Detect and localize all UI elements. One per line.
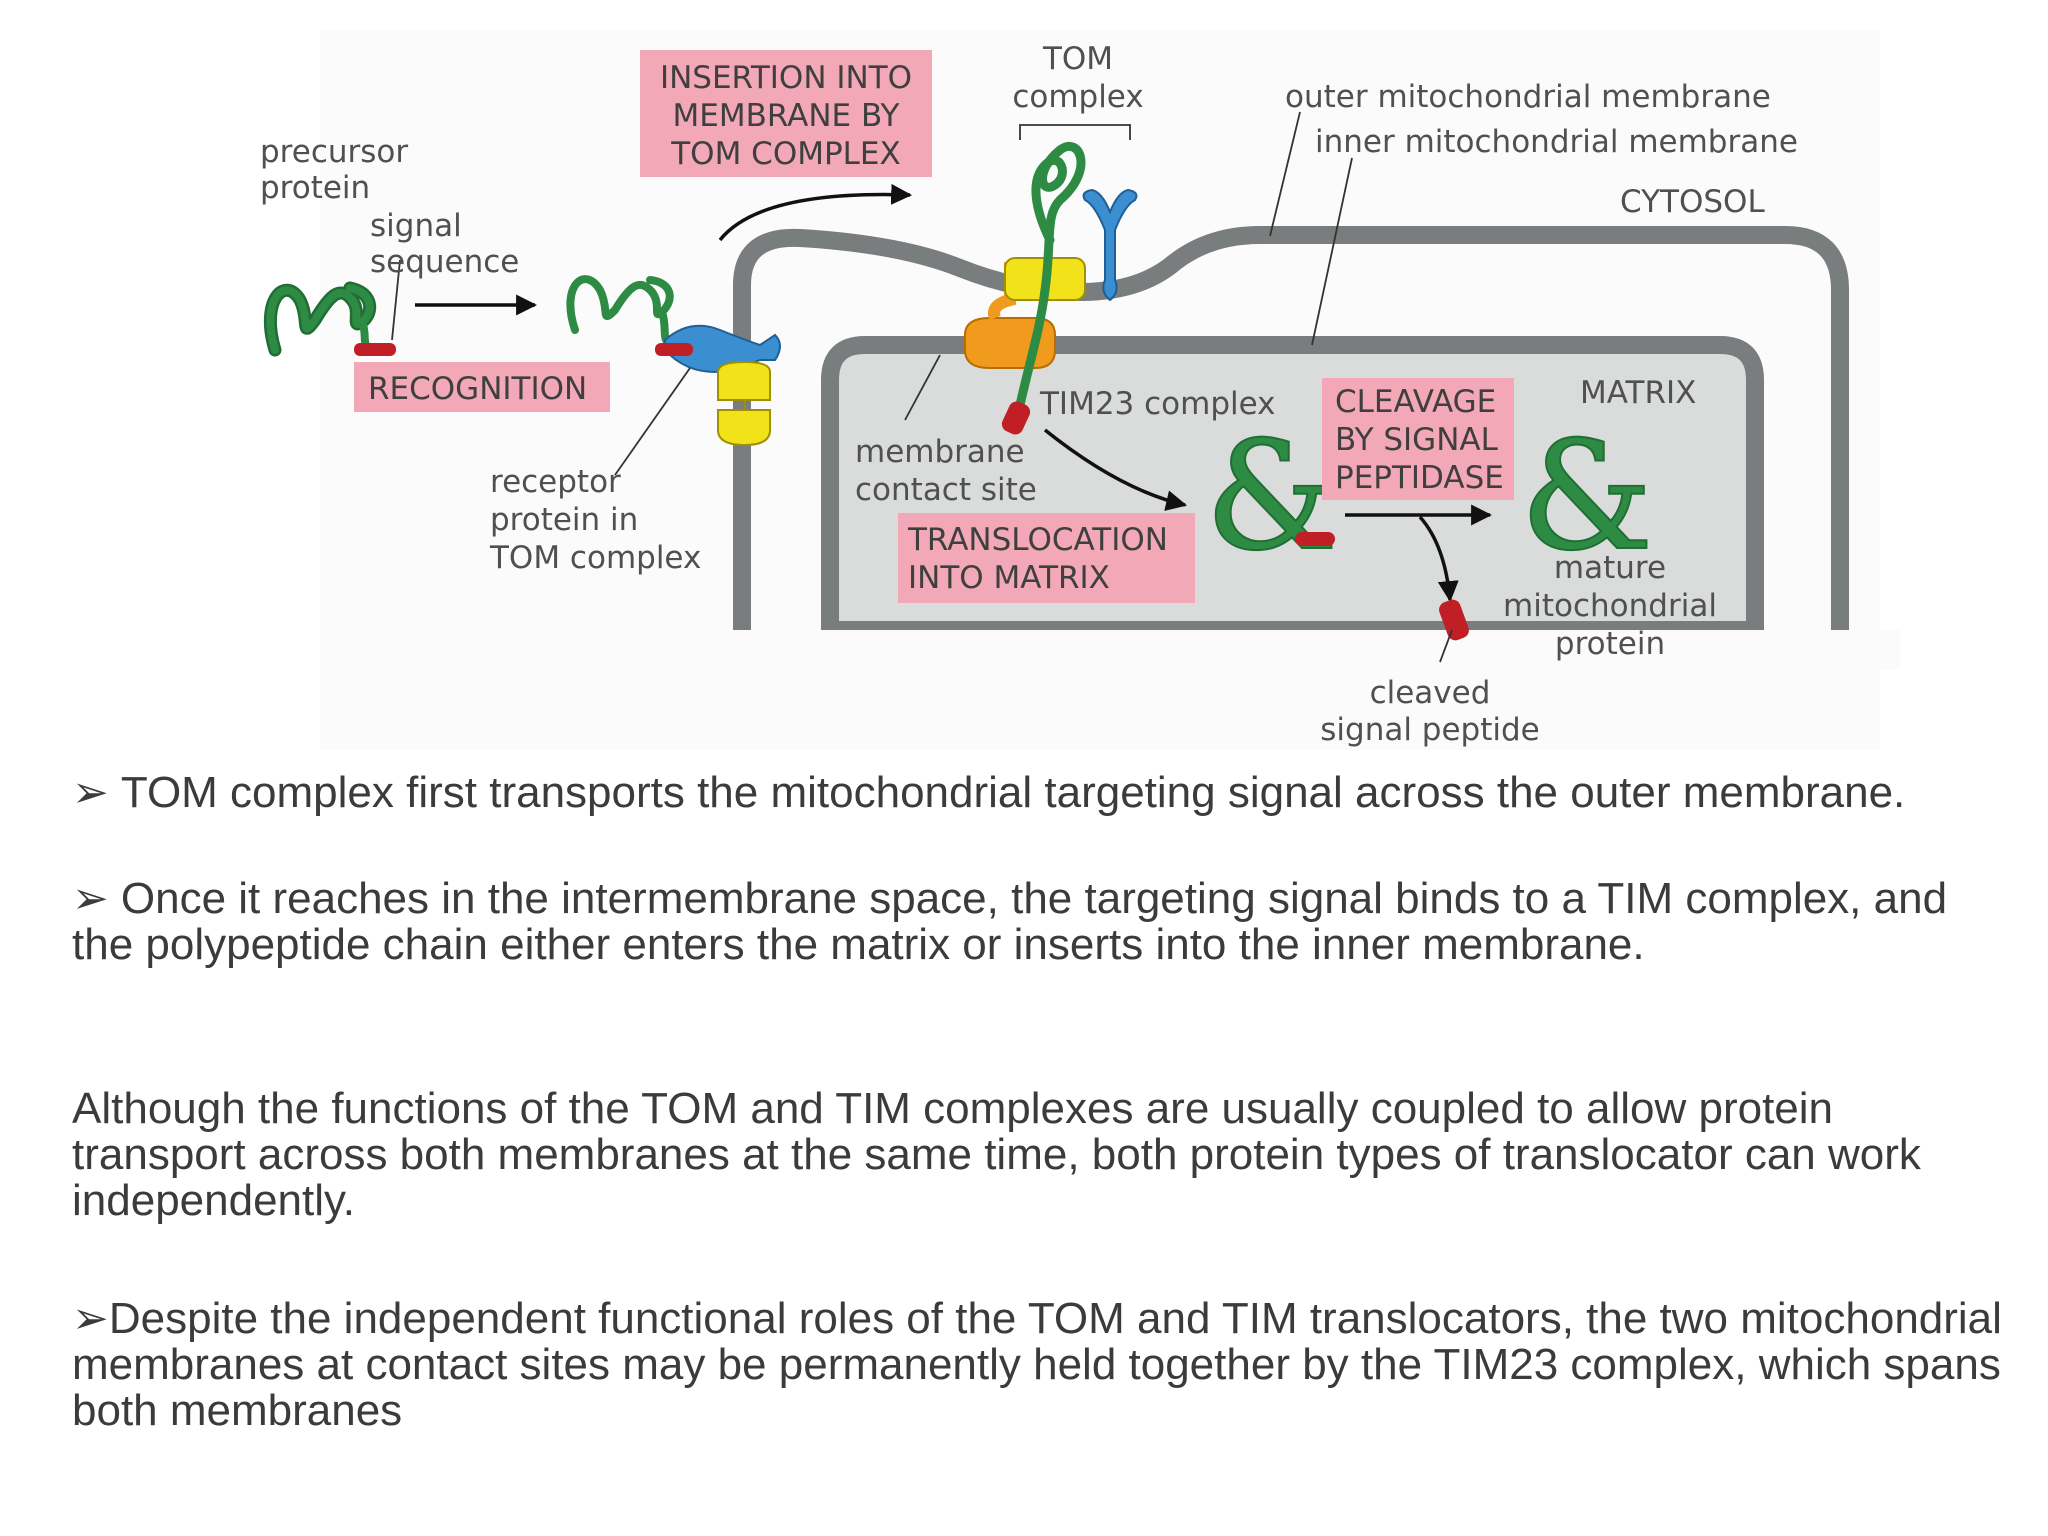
label-cytosol: CYTOSOL [1620, 184, 1765, 220]
label-inner-membrane: inner mitochondrial membrane [1315, 124, 1798, 160]
label-translocation-2: INTO MATRIX [908, 560, 1110, 596]
translocating-chain [1015, 141, 1086, 410]
text-bullet-3: ➢Despite the independent functional role… [72, 1296, 2002, 1434]
label-cleaved-1: cleaved [1370, 675, 1491, 711]
leader-receptor [614, 367, 691, 476]
translocation-box [898, 513, 1195, 603]
label-mature-3: protein [1555, 626, 1665, 662]
label-contact-1: membrane [855, 434, 1025, 470]
bound-signal-sequence [655, 343, 693, 356]
label-cleavage-2: BY SIGNAL [1335, 422, 1499, 458]
bullet-arrow-icon: ➢ [72, 768, 109, 817]
label-translocation-1: TRANSLOCATION [907, 522, 1168, 558]
label-contact-2: contact site [855, 472, 1037, 508]
label-tom-1: TOM [1042, 41, 1113, 77]
label-tim23: TIM23 complex [1039, 386, 1276, 422]
mature-protein-shape: & [1520, 410, 1654, 584]
leader-signal [391, 259, 401, 341]
label-cleaved-2: signal peptide [1320, 712, 1540, 748]
entering-signal [1001, 401, 1031, 435]
label-insertion-1: INSERTION INTO [660, 60, 912, 96]
bullet-1-text: TOM complex first transports the mitocho… [120, 768, 1906, 817]
label-signal-2: sequence [370, 244, 519, 280]
text-bullet-1: ➢TOM complex first transports the mitoch… [72, 770, 2002, 816]
leader-contact-site [904, 354, 941, 421]
receptor-protein [664, 324, 781, 374]
arrow-cleaved-peptide [1418, 515, 1459, 603]
bullet-3-text: Despite the independent functional roles… [72, 1294, 2002, 1435]
tom-channel-unbound [717, 360, 771, 401]
leader-outer [1269, 111, 1301, 237]
tom-bracket [1019, 124, 1131, 140]
label-insertion-2: MEMBRANE BY [673, 98, 900, 134]
label-precursor-1: precursor [260, 134, 408, 170]
leader-inner [1311, 157, 1353, 346]
text-bullet-2: ➢Once it reaches in the intermembrane sp… [72, 876, 2002, 968]
arrow-insertion [718, 183, 913, 242]
bullet-arrow-icon: ➢ [72, 874, 109, 923]
label-receptor-2: protein in [490, 502, 638, 538]
label-matrix: MATRIX [1580, 375, 1696, 411]
insertion-box [640, 50, 932, 177]
label-receptor-1: receptor [490, 464, 621, 500]
mitochondrial-import-diagram: & & precursor protein signal sequence RE… [260, 30, 1900, 750]
tom-receptor [1082, 188, 1138, 302]
label-receptor-3: TOM complex [489, 540, 701, 576]
label-cleavage-3: PEPTIDASE [1335, 460, 1504, 496]
label-cleavage-1: CLEAVAGE [1335, 384, 1496, 420]
label-mature-2: mitochondrial [1503, 588, 1717, 624]
label-tom-2: complex [1012, 79, 1143, 115]
cleaved-signal-peptide [1439, 599, 1469, 641]
attached-signal [1295, 532, 1335, 546]
paragraph-text: Although the functions of the TOM and TI… [72, 1084, 1921, 1225]
label-mature-1: mature [1554, 550, 1666, 586]
signal-sequence [354, 343, 396, 356]
folded-protein-with-signal: & [1205, 410, 1339, 584]
label-recognition: RECOGNITION [368, 371, 587, 407]
arrow-translocation [1043, 428, 1188, 511]
bullet-arrow-icon: ➢ [72, 1294, 109, 1343]
leader-cleaved [1439, 629, 1453, 663]
label-outer-membrane: outer mitochondrial membrane [1285, 79, 1771, 115]
bullet-2-text: Once it reaches in the intermembrane spa… [72, 874, 1948, 969]
text-paragraph: Although the functions of the TOM and TI… [72, 1086, 2002, 1224]
cleavage-box [1322, 378, 1514, 500]
recognition-box [354, 362, 610, 412]
label-signal-1: signal [370, 208, 462, 244]
label-insertion-3: TOM COMPLEX [670, 136, 901, 172]
label-precursor-2: protein [260, 170, 370, 206]
